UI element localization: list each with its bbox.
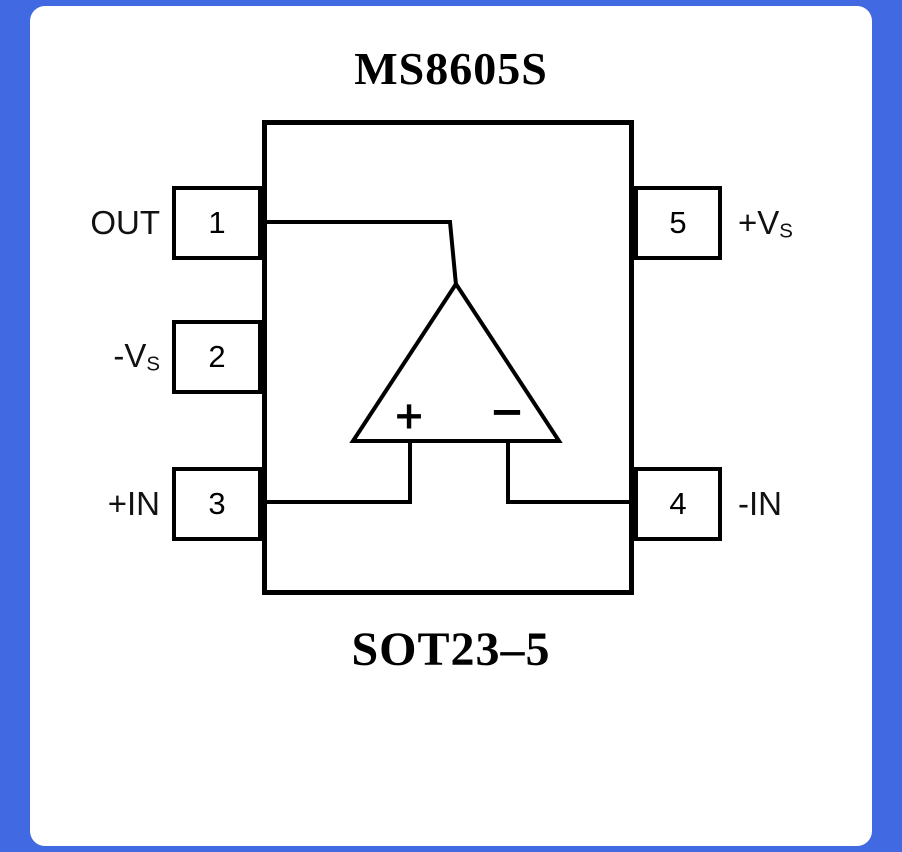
pin-label-pos-in-text: +IN [107,485,160,522]
pin-label-out: OUT [40,203,160,252]
pin-number-5: 5 [669,205,687,240]
pin-label-neg-vs: -VS [40,336,160,385]
pin-box-4: 4 [634,467,722,541]
pin-label-neg-vs-text: -V [113,337,147,374]
ic-body [262,120,634,595]
pin-number-1: 1 [208,205,226,240]
minus-input-icon: − [489,386,525,436]
pin-label-neg-vs-sub: S [146,352,160,376]
pin-box-5: 5 [634,186,722,260]
pin-box-2: 2 [172,320,262,394]
pin-label-pos-vs: +VS [738,203,878,252]
pin-label-neg-in-text: -IN [738,485,782,522]
pin-label-pos-vs-text: +V [738,204,780,241]
pin-label-neg-in: -IN [738,484,878,533]
pin-number-3: 3 [208,486,226,521]
pin-label-out-text: OUT [90,204,160,241]
package-name: SOT23–5 [351,623,551,676]
pin-label-pos-in: +IN [40,484,160,533]
part-number-title: MS8605S [354,43,548,94]
pin-label-pos-vs-sub: S [779,219,793,243]
pin-box-3: 3 [172,467,262,541]
pin-box-1: 1 [172,186,262,260]
pin-number-4: 4 [669,486,687,521]
plus-input-icon: + [393,393,425,438]
pin-number-2: 2 [208,339,226,374]
